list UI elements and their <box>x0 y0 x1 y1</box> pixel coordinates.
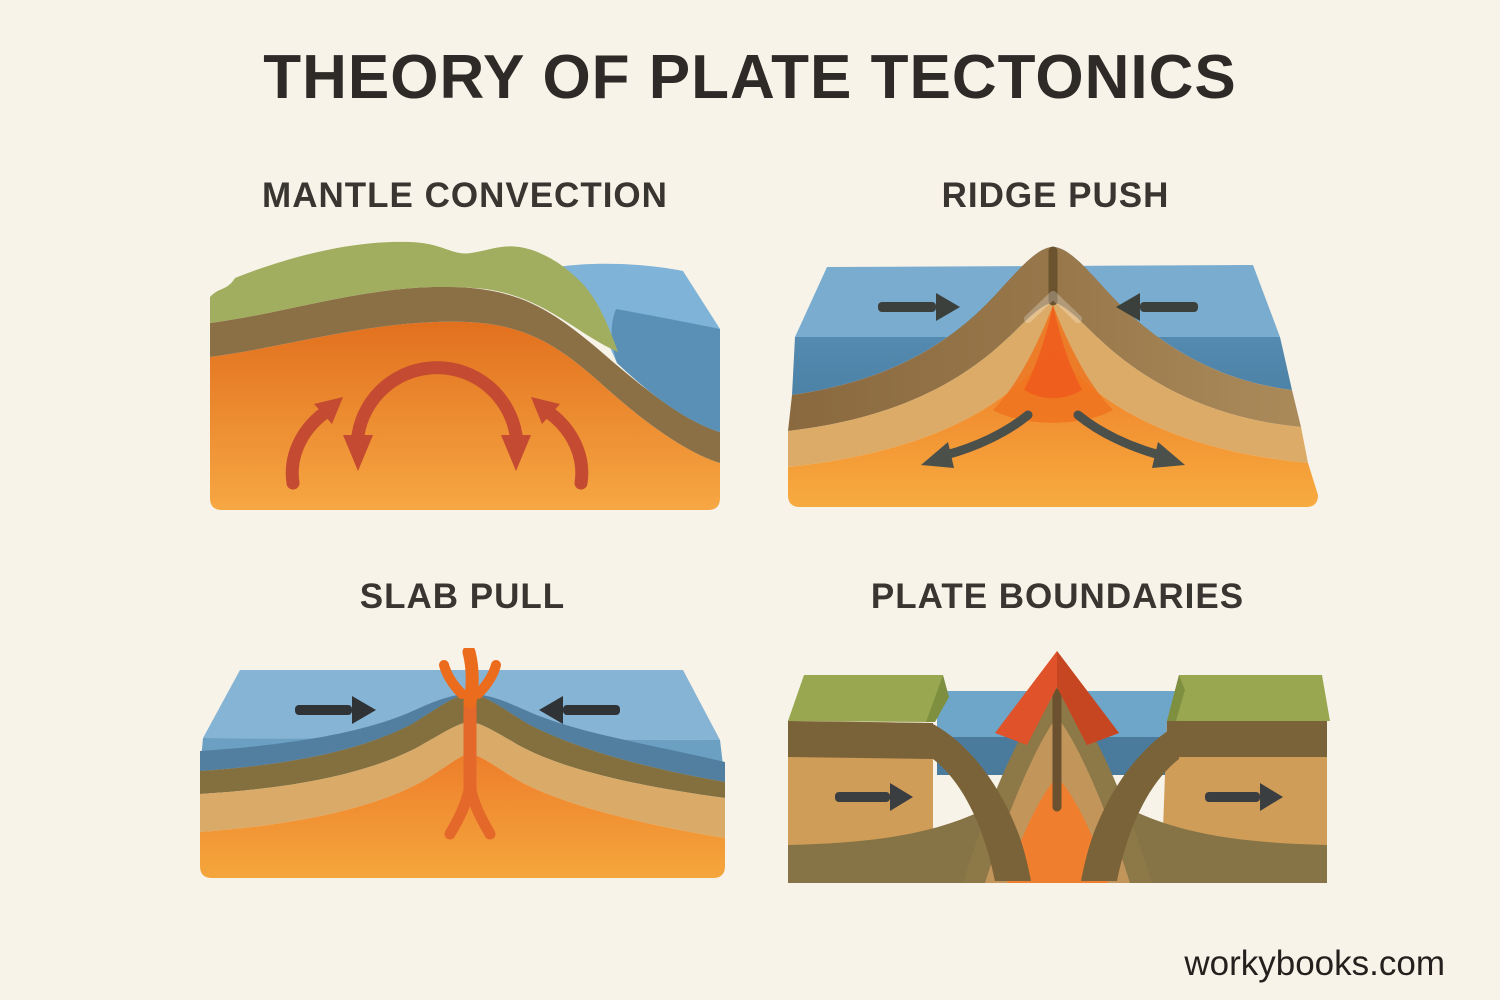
left-subducting-slab <box>933 724 1031 881</box>
convection-arch-head-right <box>501 435 531 471</box>
diagram-mantle-convection <box>205 225 725 515</box>
green-land <box>210 241 618 352</box>
converge-arrow-right-shaft <box>563 705 620 715</box>
plate-motion-arrows <box>835 783 1283 811</box>
left-continent-top <box>788 675 943 722</box>
push-arrow-right-shaft <box>1140 302 1198 312</box>
convection-current-arrows <box>285 361 589 490</box>
eruption-prong-right <box>473 660 501 699</box>
convection-rise-arrow-left <box>285 407 330 490</box>
mantle-diverge-arrows <box>921 410 1185 468</box>
converge-arrow-left-head <box>352 696 376 724</box>
slab-pull-illustration <box>200 648 725 878</box>
convection-rise-head-right <box>531 397 560 424</box>
label-plate-boundaries: PLATE BOUNDARIES <box>870 577 1245 616</box>
label-mantle-convection: MANTLE CONVECTION <box>262 176 668 215</box>
right-subducting-slab <box>1081 724 1179 881</box>
diagram-plate-boundaries <box>785 645 1330 890</box>
magma-chamber-dome <box>1007 777 1108 883</box>
motion-arrow-right-head <box>1260 783 1283 811</box>
convection-arch-arrow <box>351 361 523 442</box>
plate-boundaries-illustration <box>788 651 1330 883</box>
diagram-ridge-push <box>788 235 1323 520</box>
push-arrow-right-head <box>1116 293 1140 321</box>
ridge-uplift-chevron <box>1024 291 1082 323</box>
plate-push-arrows <box>878 293 1198 321</box>
converge-arrow-left-shaft <box>295 705 352 715</box>
motion-arrow-left-head <box>890 783 913 811</box>
diverge-head-left <box>921 442 954 468</box>
eruption-plume <box>439 648 501 709</box>
diverge-head-right <box>1152 442 1185 468</box>
crust-layer <box>210 286 720 463</box>
left-plate-crust-band <box>788 721 933 759</box>
right-continent-edge-face <box>1167 675 1185 721</box>
convection-rise-head-left <box>314 397 343 424</box>
ridge-crust-layer <box>788 247 1301 431</box>
conduit-leg-right <box>464 780 496 840</box>
tan-layer <box>200 722 725 838</box>
diverge-arrow-left <box>941 410 1033 460</box>
plate-converge-arrows <box>295 696 620 724</box>
convection-rise-arrow-right <box>544 407 589 490</box>
mantle-convection-illustration <box>210 241 720 510</box>
left-continent-edge-face <box>926 675 949 722</box>
tan-layer <box>788 303 1308 467</box>
magma-conduit <box>444 699 496 840</box>
crust-layer <box>200 694 725 798</box>
eruption-spike-center <box>462 648 479 709</box>
mantle-layer <box>788 349 1318 507</box>
motion-arrow-left-shaft <box>835 792 890 802</box>
watermark: workybooks.com <box>1184 944 1445 983</box>
push-arrow-left-head <box>936 293 960 321</box>
ocean-front-face <box>611 309 720 432</box>
push-arrow-left-shaft <box>878 302 936 312</box>
volcano-red-peak-shade <box>1057 651 1119 745</box>
label-slab-pull: SLAB PULL <box>359 577 566 616</box>
page-title: THEORY OF PLATE TECTONICS <box>263 43 1237 112</box>
eruption-prong-left <box>439 660 467 699</box>
motion-arrow-right-shaft <box>1205 792 1260 802</box>
magma-plume-core <box>1024 305 1082 399</box>
right-plate-crust-band <box>1167 721 1327 757</box>
ridge-push-illustration <box>788 246 1318 507</box>
convection-arch-head-left <box>343 435 373 471</box>
mantle-layer <box>210 321 720 510</box>
right-continent-top <box>1167 675 1330 721</box>
converge-arrow-right-head <box>539 696 563 724</box>
diverge-arrow-right <box>1073 410 1165 460</box>
label-ridge-push: RIDGE PUSH <box>941 176 1170 215</box>
diagram-slab-pull <box>200 648 725 893</box>
